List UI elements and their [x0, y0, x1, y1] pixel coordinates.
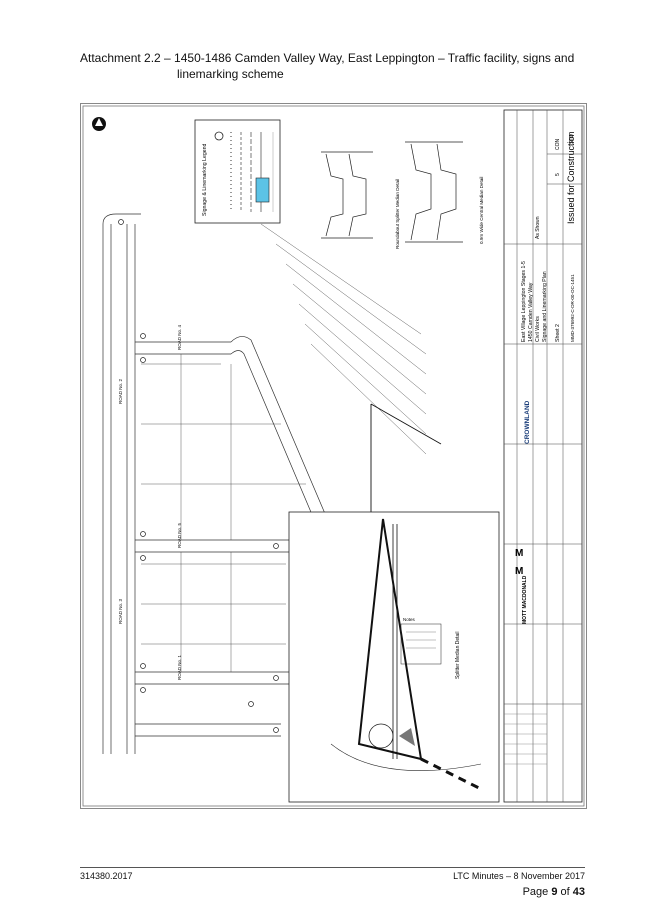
drawing-canvas: Signage & Linemarking Legend Roundabout … [82, 105, 585, 807]
central-median-label: 0.9m Wide Central Median Detail [479, 177, 484, 244]
notes-label: Notes [403, 617, 416, 622]
footer-doc-number: 314380.2017 [80, 871, 133, 881]
attachment-title-line2: linemarking scheme [177, 67, 284, 81]
revision-table [504, 713, 547, 765]
sheet-title: Signage and Linemarking Plan [542, 271, 548, 342]
client-logo: CROWNLAND [524, 400, 531, 444]
consultant-mark: M [515, 566, 523, 577]
sign-markers [118, 219, 279, 733]
page-of: of [557, 886, 573, 898]
road-label-2: ROAD No. 2 [118, 378, 123, 404]
road-label-4: ROAD No. 4 [177, 324, 182, 350]
issued-for-construction-stamp: Issued for Construction [566, 131, 576, 224]
footer-rule [80, 867, 585, 868]
median-details [321, 141, 463, 243]
splitter-median-detail [288, 511, 500, 803]
title-block [503, 109, 583, 803]
attachment-title: Attachment 2.2 – 1450-1486 Camden Valley… [80, 50, 585, 82]
road-label-3: ROAD No. 3 [118, 598, 123, 624]
legend-title: Signage & Linemarking Legend [202, 143, 208, 216]
page-word: Page [522, 886, 552, 898]
consultant-mark-2: M [515, 548, 523, 559]
page-current: 9 [551, 886, 558, 898]
engineering-drawing: Signage & Linemarking Legend Roundabout … [80, 103, 587, 809]
status-code: CON [555, 139, 561, 151]
scale-value: As Shown [535, 216, 541, 239]
signage-legend: Signage & Linemarking Legend [194, 119, 281, 224]
consultant-logo: MOTT MACDONALD [522, 575, 528, 624]
project-title: East Village Leppington Stages 1-5 [521, 261, 527, 342]
splitter-median-label: Splitter Median Detail [455, 631, 461, 679]
std-code: STD [569, 134, 575, 144]
project-works: Civil Works [535, 316, 541, 342]
page-total: 43 [572, 886, 585, 898]
road-label-5: ROAD No. 5 [177, 522, 182, 548]
sheet-number: Sheet 2 [555, 324, 561, 342]
drawing-number: MMD-376992-C-DR-00-OC-1451 [570, 274, 575, 342]
attachment-title-line1: Attachment 2.2 – 1450-1486 Camden Valley… [80, 51, 575, 65]
north-arrow-pointer [95, 118, 103, 126]
roundabout-detail-label: Roundabout Splitter Median Detail [395, 179, 400, 249]
road-label-1: ROAD No. 1 [177, 654, 182, 680]
page-indicator: Page 9 of 43 [523, 886, 585, 898]
drawing-frame [82, 105, 585, 807]
revision-number: 5 [555, 173, 561, 176]
road-labels: ROAD No. 2 ROAD No. 3 ROAD No. 4 ROAD No… [118, 324, 182, 680]
road-network [102, 213, 442, 754]
footer-minutes-label: LTC Minutes – 8 November 2017 [453, 871, 585, 881]
legend-median-swatch [255, 177, 270, 203]
project-address: 1450 Camden Valley Way [528, 282, 534, 342]
